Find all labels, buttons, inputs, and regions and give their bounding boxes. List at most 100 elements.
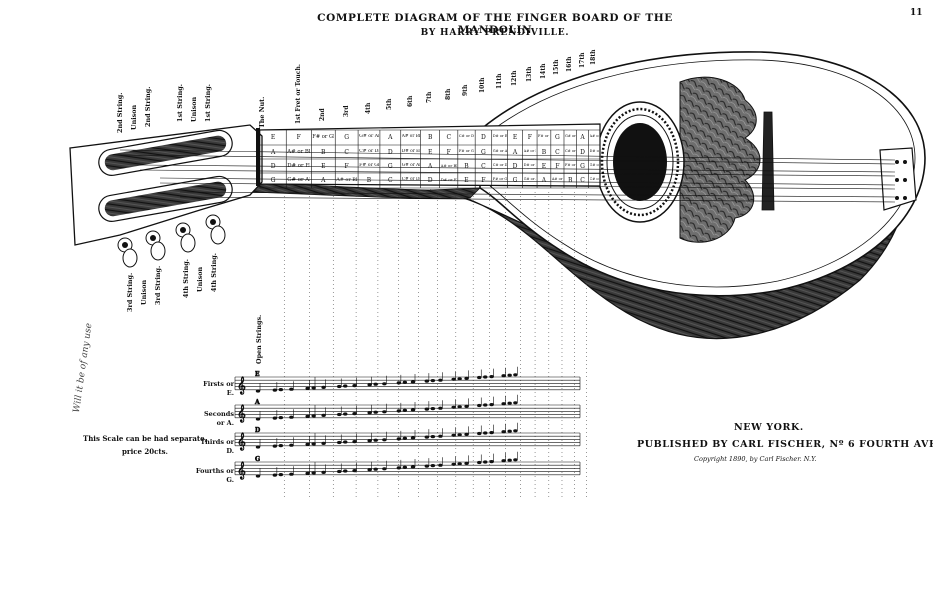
note-head: [289, 415, 294, 419]
note-head: [424, 379, 430, 383]
note-head: [337, 384, 342, 389]
note-head: [483, 403, 488, 407]
note-head: [337, 412, 342, 417]
note-head: [382, 382, 387, 386]
note-head: [483, 460, 488, 464]
note-head: [311, 471, 316, 475]
note-head: [477, 375, 482, 380]
fingerboard-note-cell: B: [568, 177, 573, 184]
note-head: [343, 440, 348, 444]
note-head: [305, 442, 310, 446]
note-head: [367, 383, 372, 387]
note-head: [410, 436, 416, 440]
fingerboard-note-cell: A# or Bb: [523, 149, 536, 153]
note-head: [278, 444, 284, 448]
label-2nd-string-a: 2nd String.: [116, 92, 124, 134]
note-head: [373, 382, 378, 386]
tuning-pegs: [117, 214, 226, 268]
label-3rd-string-b: 3rd String.: [154, 265, 162, 305]
note-head: [438, 434, 443, 438]
note-head: [255, 417, 261, 421]
fret-label: 11th: [495, 73, 503, 89]
fingerboard-note-cell: G# or Ab: [523, 177, 536, 181]
fingerboard-note-cell: F: [446, 149, 451, 156]
note-head: [451, 462, 456, 466]
note-head: [410, 408, 416, 412]
note-head: [396, 466, 402, 470]
staff-open-note-letter: A: [254, 399, 260, 406]
note-head: [278, 416, 284, 420]
label-unison-top-a: Unison: [130, 104, 138, 130]
note-head: [382, 438, 387, 442]
note-head: [489, 403, 494, 407]
fingerboard-note-cell: C# or Db: [492, 163, 507, 167]
fingerboard-note-cell: F: [481, 177, 486, 184]
label-1st-string-a: 1st String.: [176, 84, 184, 122]
fret-label: 15th: [553, 59, 561, 75]
note-head: [483, 431, 488, 435]
note-head: [305, 471, 310, 475]
fingerboard-note-cell: F# or Gb: [492, 177, 507, 181]
nut-label: The Nut.: [258, 96, 266, 128]
note-head: [321, 470, 326, 474]
fingerboard-note-cell: D: [427, 177, 433, 184]
open-strings-label: Open Strings.: [255, 314, 263, 364]
fingerboard-note-cell: D# or Eb: [401, 149, 420, 154]
note-head: [489, 375, 494, 379]
note-head: [373, 467, 378, 471]
fingerboard-note-cell: A# or Bb: [551, 177, 563, 181]
note-head: [305, 386, 310, 390]
note-head: [321, 441, 326, 445]
note-head: [272, 473, 278, 477]
label-4th-string-b: 4th String.: [210, 253, 218, 292]
fingerboard-note-cell: E: [464, 177, 469, 184]
note-head: [451, 377, 456, 381]
note-head: [424, 464, 430, 468]
note-head: [396, 381, 402, 385]
note-head: [272, 388, 278, 392]
staff-open-note-letter: D: [255, 427, 260, 434]
note-head: [321, 385, 326, 389]
fingerboard-note-cell: A: [270, 149, 276, 156]
fingerboard-note-cell: A# or Bb: [589, 134, 599, 138]
note-head: [402, 465, 408, 469]
fret-label: 12th: [511, 70, 519, 86]
fingerboard-note-cell: C: [388, 177, 393, 184]
fingerboard-note-cell: B: [541, 149, 547, 156]
fingerboard-note-cell: A# or Bb: [287, 149, 311, 155]
fingerboard-note-cell: D# or Eb: [523, 163, 536, 167]
label-2nd-string-b: 2nd String.: [144, 86, 152, 128]
fret-label: 13th: [525, 66, 533, 82]
note-head: [513, 373, 518, 377]
note-head: [343, 384, 348, 388]
note-head: [464, 376, 469, 380]
fingerboard-note-cell: C: [555, 149, 560, 156]
note-head: [402, 380, 408, 384]
staff-label-a: Seconds or A.: [203, 410, 234, 427]
note-head: [352, 384, 357, 388]
copyright-line: Copyright 1890, by Carl Fischer. N.Y.: [694, 455, 817, 463]
fingerboard-note-cell: D: [481, 134, 486, 141]
fingerboard-note-cell: G: [481, 149, 486, 156]
bridge: [761, 111, 775, 211]
note-head: [278, 473, 284, 477]
staff-open-note-letter: G: [255, 456, 260, 463]
note-head: [489, 431, 494, 435]
staff-label-e: Firsts or E.: [203, 380, 234, 397]
fingerboard-note-cell: C: [481, 163, 486, 170]
note-head: [382, 410, 387, 414]
note-head: [477, 460, 482, 465]
fingerboard-note-cell: G# or Ab: [589, 163, 599, 167]
fingerboard-note-cell: C: [344, 149, 349, 156]
fingerboard-note-cell: F: [296, 134, 301, 141]
label-unison-top-b: Unison: [190, 96, 198, 122]
note-head: [305, 414, 310, 418]
note-head: [501, 402, 506, 406]
note-head: [513, 458, 518, 462]
note-head: [464, 461, 469, 465]
note-head: [367, 411, 372, 415]
side-note-line1: This Scale can be had separate,: [83, 434, 207, 443]
label-3rd-string-a: 3rd String.: [126, 272, 134, 312]
fingerboard-note-cell: G: [580, 163, 585, 170]
fingerboard-note-cell: C# or Db: [401, 177, 420, 182]
